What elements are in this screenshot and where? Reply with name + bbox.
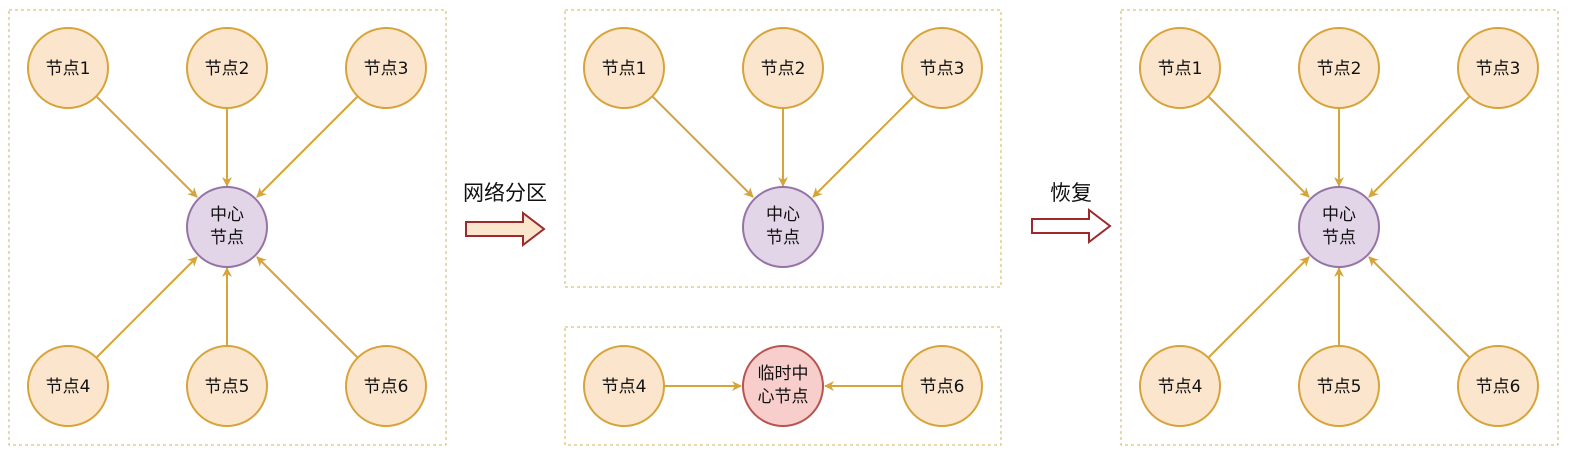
hub-label-line2: 节点 [1322, 228, 1356, 248]
panel-after: 节点1 节点2 节点3 中心 节点 节点4 节点5 节点6 [1120, 9, 1559, 446]
node-3-label: 节点3 [920, 59, 965, 79]
node-2-label: 节点2 [205, 59, 250, 79]
hub-label-line1: 中心 [766, 205, 800, 225]
hub-label-line2: 节点 [210, 228, 244, 248]
node-3-label: 节点3 [364, 59, 409, 79]
node-3: 节点3 [345, 27, 427, 109]
edge-n3-hub [1368, 95, 1471, 198]
node-4: 节点4 [27, 345, 109, 427]
node-3-label: 节点3 [1476, 59, 1521, 79]
node-2-label: 节点2 [761, 59, 806, 79]
node-6: 节点6 [345, 345, 427, 427]
step-partition-arrow [465, 210, 546, 248]
node-4-label: 节点4 [602, 377, 647, 397]
region-partition-upper [564, 9, 1002, 288]
panel-partition-upper: 节点1 节点2 节点3 中心 节点 [564, 9, 1002, 288]
node-1-label: 节点1 [46, 59, 91, 79]
node-2: 节点2 [742, 27, 824, 109]
step-partition: 网络分区 [463, 181, 547, 248]
edge-n1-hub [95, 95, 198, 198]
step-partition-label: 网络分区 [463, 181, 547, 205]
edge-n4-hub [95, 256, 198, 359]
hub-node: 中心 节点 [186, 186, 268, 268]
node-5: 节点5 [1298, 345, 1380, 427]
edge-n1-hub [1207, 95, 1310, 198]
temp-hub-label-line1: 临时中 [758, 364, 809, 384]
region-before [8, 9, 447, 446]
node-1: 节点1 [583, 27, 665, 109]
temp-hub-label-line2: 心节点 [758, 387, 809, 407]
node-6-label: 节点6 [1476, 377, 1521, 397]
node-6-label: 节点6 [364, 377, 409, 397]
node-5-label: 节点5 [1317, 377, 1362, 397]
step-recover: 恢复 [1031, 181, 1112, 245]
node-2: 节点2 [1298, 27, 1380, 109]
hub-node: 中心 节点 [1298, 186, 1380, 268]
node-5: 节点5 [186, 345, 268, 427]
edge-mid-n3-hub [812, 95, 915, 198]
node-2-label: 节点2 [1317, 59, 1362, 79]
node-2: 节点2 [186, 27, 268, 109]
temp-hub-node: 临时中 心节点 [742, 345, 824, 427]
hub-label-line2: 节点 [766, 228, 800, 248]
region-after [1120, 9, 1559, 446]
node-1-label: 节点1 [1158, 59, 1203, 79]
hub-label-line1: 中心 [1322, 205, 1356, 225]
node-1-label: 节点1 [602, 59, 647, 79]
edge-n4-hub [1207, 256, 1310, 359]
panel-partition-lower: 节点4 临时中 心节点 节点6 [564, 326, 1002, 446]
node-6: 节点6 [1457, 345, 1539, 427]
node-4-label: 节点4 [1158, 377, 1203, 397]
hub-node: 中心 节点 [742, 186, 824, 268]
node-4-label: 节点4 [46, 377, 91, 397]
node-4: 节点4 [583, 345, 665, 427]
edge-n3-hub [256, 95, 359, 198]
node-6-label: 节点6 [920, 377, 965, 397]
step-recover-arrow [1031, 207, 1112, 245]
edge-n6-hub [1368, 256, 1471, 359]
node-3: 节点3 [1457, 27, 1539, 109]
node-6: 节点6 [901, 345, 983, 427]
node-1: 节点1 [27, 27, 109, 109]
node-4: 节点4 [1139, 345, 1221, 427]
panel-before: 节点1 节点2 节点3 中心 节点 节点4 节点5 节点6 [8, 9, 447, 446]
region-partition-lower [564, 326, 1002, 446]
step-recover-label: 恢复 [1050, 181, 1092, 205]
hub-label-line1: 中心 [210, 205, 244, 225]
node-3: 节点3 [901, 27, 983, 109]
node-5-label: 节点5 [205, 377, 250, 397]
edge-mid-n1-hub [651, 95, 754, 198]
edge-n6-hub [256, 256, 359, 359]
node-1: 节点1 [1139, 27, 1221, 109]
